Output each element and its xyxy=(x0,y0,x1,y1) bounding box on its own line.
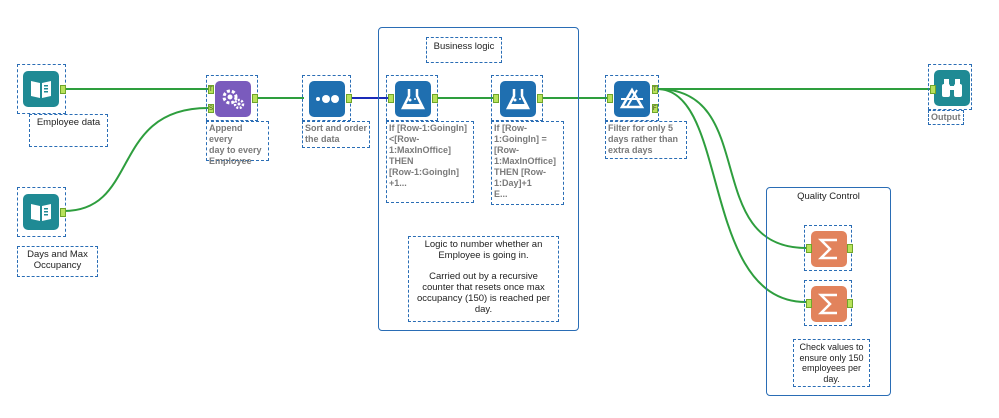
tool-frame-days-max[interactable] xyxy=(17,187,66,237)
sigma-icon[interactable] xyxy=(811,286,847,322)
input-anchor[interactable] xyxy=(388,94,394,103)
input-anchor[interactable] xyxy=(806,299,812,308)
dots-icon[interactable] xyxy=(309,81,345,117)
flask-icon[interactable] xyxy=(395,81,431,117)
input-anchor[interactable] xyxy=(806,244,812,253)
output-anchor[interactable] xyxy=(432,94,438,103)
input-anchor[interactable] xyxy=(930,85,936,94)
container-quality-control[interactable]: Quality Control xyxy=(766,187,891,396)
comment-line-2: Carried out by a recursive counter that … xyxy=(416,271,551,315)
container-business-logic[interactable]: Business logic xyxy=(378,27,579,331)
container-title: Quality Control xyxy=(797,191,860,202)
tool-frame-sort[interactable] xyxy=(302,75,352,121)
binoculars-icon[interactable] xyxy=(934,70,970,106)
flask-icon[interactable] xyxy=(500,81,536,117)
tool-frame-summarize-1[interactable] xyxy=(804,225,853,271)
input-anchor-source[interactable] xyxy=(208,104,214,113)
input-anchor[interactable] xyxy=(607,94,613,103)
output-anchor[interactable] xyxy=(847,244,853,253)
output-anchor[interactable] xyxy=(346,94,352,103)
tool-frame-formula-2[interactable] xyxy=(491,75,543,121)
output-anchor-true[interactable] xyxy=(652,85,658,94)
tool-frame-formula-1[interactable] xyxy=(386,75,438,121)
tool-frame-output[interactable] xyxy=(928,64,972,110)
comment-qc-note[interactable]: Check values to ensure only 150 employee… xyxy=(793,339,870,387)
output-anchor[interactable] xyxy=(60,85,66,94)
book-icon[interactable] xyxy=(23,194,59,230)
container-title: Business logic xyxy=(426,37,502,63)
tool-frame-append[interactable]: T S xyxy=(206,75,258,121)
anchor-label-false: F xyxy=(653,106,657,112)
output-anchor[interactable] xyxy=(537,94,543,103)
anchor-label-true: T xyxy=(653,87,657,93)
tool-label-days-max: Days and Max Occupancy xyxy=(17,246,98,277)
tool-label-sort: Sort and order the data xyxy=(302,121,370,148)
output-anchor[interactable] xyxy=(60,208,66,217)
book-icon[interactable] xyxy=(23,71,59,107)
comment-line-1: Logic to number whether an Employee is g… xyxy=(424,239,543,261)
tool-label-formula-2: If [Row- 1:GoingIn] = [Row- 1:MaxInOffic… xyxy=(491,121,564,205)
tool-label-filter: Filter for only 5 days rather than extra… xyxy=(605,121,687,159)
tool-frame-summarize-2[interactable] xyxy=(804,280,853,326)
tool-frame-employee-data[interactable] xyxy=(17,64,66,114)
tool-label-append: Append every day to every Employee xyxy=(206,121,269,166)
output-anchor[interactable] xyxy=(847,299,853,308)
comment-logic-note[interactable]: Logic to number whether an Employee is g… xyxy=(408,236,559,322)
input-anchor[interactable] xyxy=(493,94,499,103)
wire-filter-to-summarize1 xyxy=(656,88,807,249)
wire-filter-to-summarize2 xyxy=(656,88,807,303)
tool-label-formula-1: If [Row-1:GoingIn] <[Row- 1:MaxInOffice]… xyxy=(386,121,474,203)
sigma-icon[interactable] xyxy=(811,231,847,267)
wire-days-to-append xyxy=(63,107,209,212)
output-anchor-false[interactable] xyxy=(652,104,658,113)
anchor-label-s: S xyxy=(209,106,214,112)
input-anchor-target[interactable] xyxy=(208,85,214,94)
output-anchor[interactable] xyxy=(252,94,258,103)
gears-icon[interactable] xyxy=(215,81,251,117)
tool-label-employee-data: Employee data xyxy=(29,114,108,147)
tool-frame-filter[interactable]: T F xyxy=(605,75,659,121)
anchor-label-t: T xyxy=(209,87,213,93)
tool-label-output: Output xyxy=(928,110,964,125)
filter-icon[interactable] xyxy=(614,81,650,117)
